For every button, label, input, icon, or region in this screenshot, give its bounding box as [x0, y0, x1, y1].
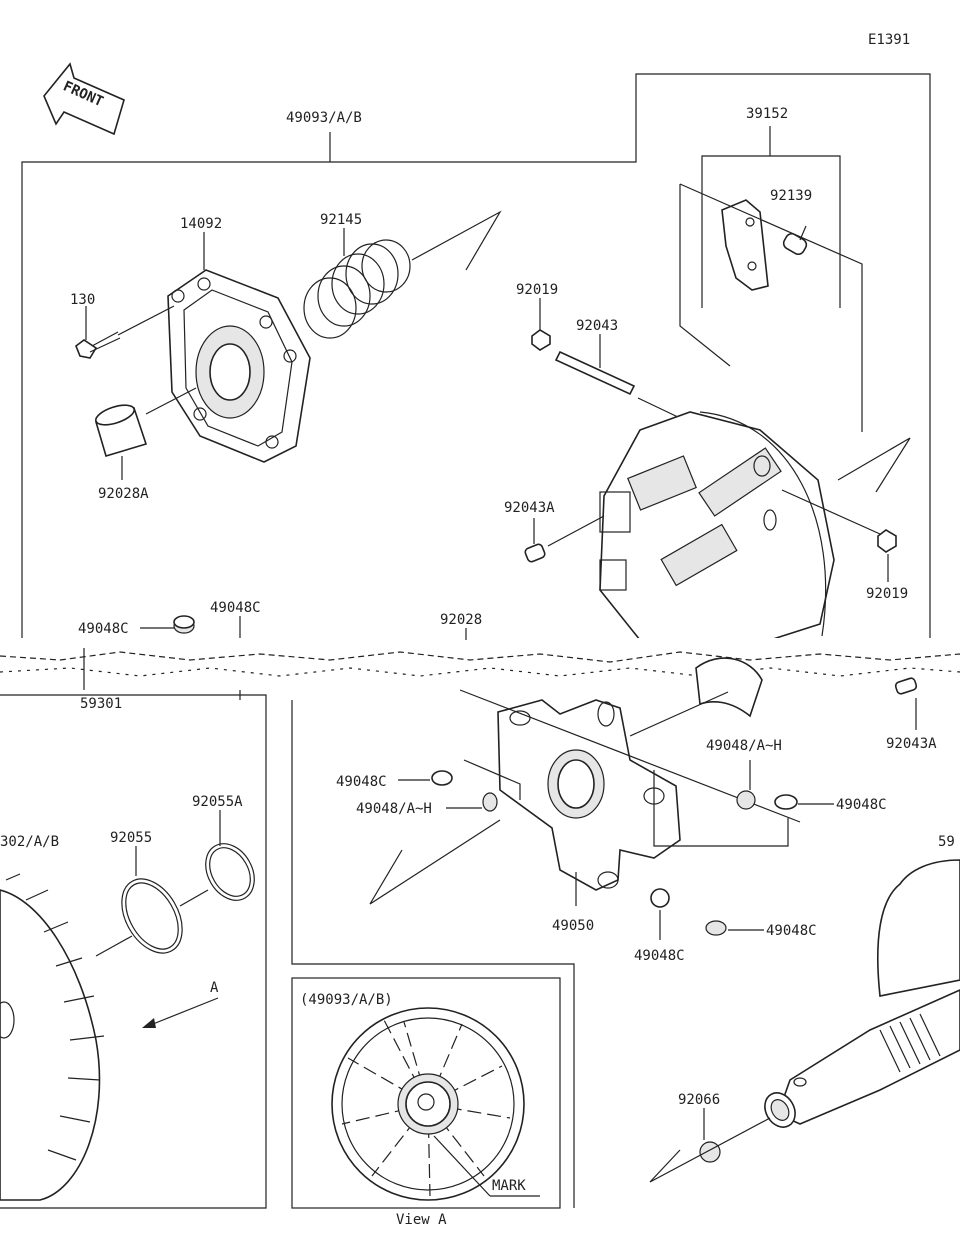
mark-label: MARK: [492, 1178, 526, 1194]
part-label-49048AH-left: 49048/A~H: [356, 801, 432, 817]
part-label-92028A: 92028A: [98, 486, 149, 502]
view-arrow-a-label: A: [210, 980, 219, 996]
o-ring-92055: 92055: [95, 830, 183, 957]
roller-weight-part: 92139: [679, 183, 863, 432]
part-label-14092: 14092: [180, 216, 222, 232]
bracket-39152: 39152: [701, 106, 841, 308]
part-label-59301: 59301: [80, 696, 122, 712]
part-label-92043: 92043: [576, 318, 618, 334]
view-a-box: (49093/A/B) MARK: [291, 977, 561, 1209]
part-label-59-partial: 59: [938, 834, 955, 850]
part-label-49048AH-right: 49048/A~H: [706, 738, 782, 754]
nut-92019-top: 92019: [516, 282, 558, 351]
part-label-92019-top: 92019: [516, 282, 558, 298]
assembly-bracket-49093: 49093/A/B: [21, 73, 931, 640]
pin-92043A-left: 92043A: [504, 500, 605, 563]
part-label-92055: 92055: [110, 830, 152, 846]
slider-49048C-c: 49048C: [653, 770, 887, 847]
part-label-92043A-right: 92043A: [886, 736, 937, 752]
part-label-302AB: 302/A/B: [0, 834, 59, 850]
slider-49048AH-right: 49048/A~H: [706, 738, 782, 810]
slider-49048C-d: 49048C 49048/A~H: [336, 759, 521, 817]
bracket-middle: [291, 700, 575, 1208]
bolt-130: 130: [70, 292, 175, 359]
part-label-130: 130: [70, 292, 95, 308]
part-label-49048C-f: 49048C: [766, 923, 817, 939]
shaft-assembly-59: 59: [764, 834, 960, 1128]
spring-92145: 92145: [303, 210, 502, 339]
diagram-code: E1391: [868, 32, 910, 48]
part-label-92139: 92139: [770, 188, 812, 204]
pin-92043: 92043: [554, 318, 681, 419]
cover-plate-14092: 14092: [167, 216, 311, 463]
bushing-92028: 92028: [440, 612, 763, 737]
bracket-302: [0, 694, 267, 1209]
front-arrow-icon: FRONT: [43, 62, 125, 136]
pin-92043A-right: 92043A: [886, 677, 937, 752]
part-label-49048C-e: 49048C: [634, 948, 685, 964]
bushing-92028A: 92028A: [95, 387, 197, 502]
part-label-92055A: 92055A: [192, 794, 243, 810]
view-a-ref: (49093/A/B): [300, 992, 393, 1008]
part-label-49050: 49050: [552, 918, 594, 934]
part-label-49048C-d: 49048C: [336, 774, 387, 790]
part-label-92066: 92066: [678, 1092, 720, 1108]
fixed-sheave-302: 302/A/B: [0, 834, 105, 1201]
part-label-49048C-c: 49048C: [836, 797, 887, 813]
part-label-92019-right: 92019: [866, 586, 908, 602]
part-label-49048C-a: 49048C: [78, 621, 129, 637]
view-arrow-a: A: [142, 980, 219, 1028]
part-label-39152: 39152: [746, 106, 788, 122]
part-label-49093: 49093/A/B: [286, 110, 362, 126]
o-ring-92055A: 92055A: [179, 794, 255, 907]
part-label-92028: 92028: [440, 612, 482, 628]
movable-sheave: [599, 411, 911, 641]
part-label-49048C-b: 49048C: [210, 600, 261, 616]
part-label-92043A-left: 92043A: [504, 500, 555, 516]
nut-92019-right: 92019: [866, 529, 908, 602]
part-label-92145: 92145: [320, 212, 362, 228]
broken-section-band: [0, 638, 960, 690]
slider-49048C-e: 49048C 49048C: [634, 888, 817, 964]
spider-49050: 49050: [369, 689, 801, 934]
view-a-caption: View A: [396, 1212, 447, 1228]
slider-49048C-a: 49048C 49048C: [78, 600, 261, 700]
bushing-92066: 92066: [649, 1092, 771, 1183]
